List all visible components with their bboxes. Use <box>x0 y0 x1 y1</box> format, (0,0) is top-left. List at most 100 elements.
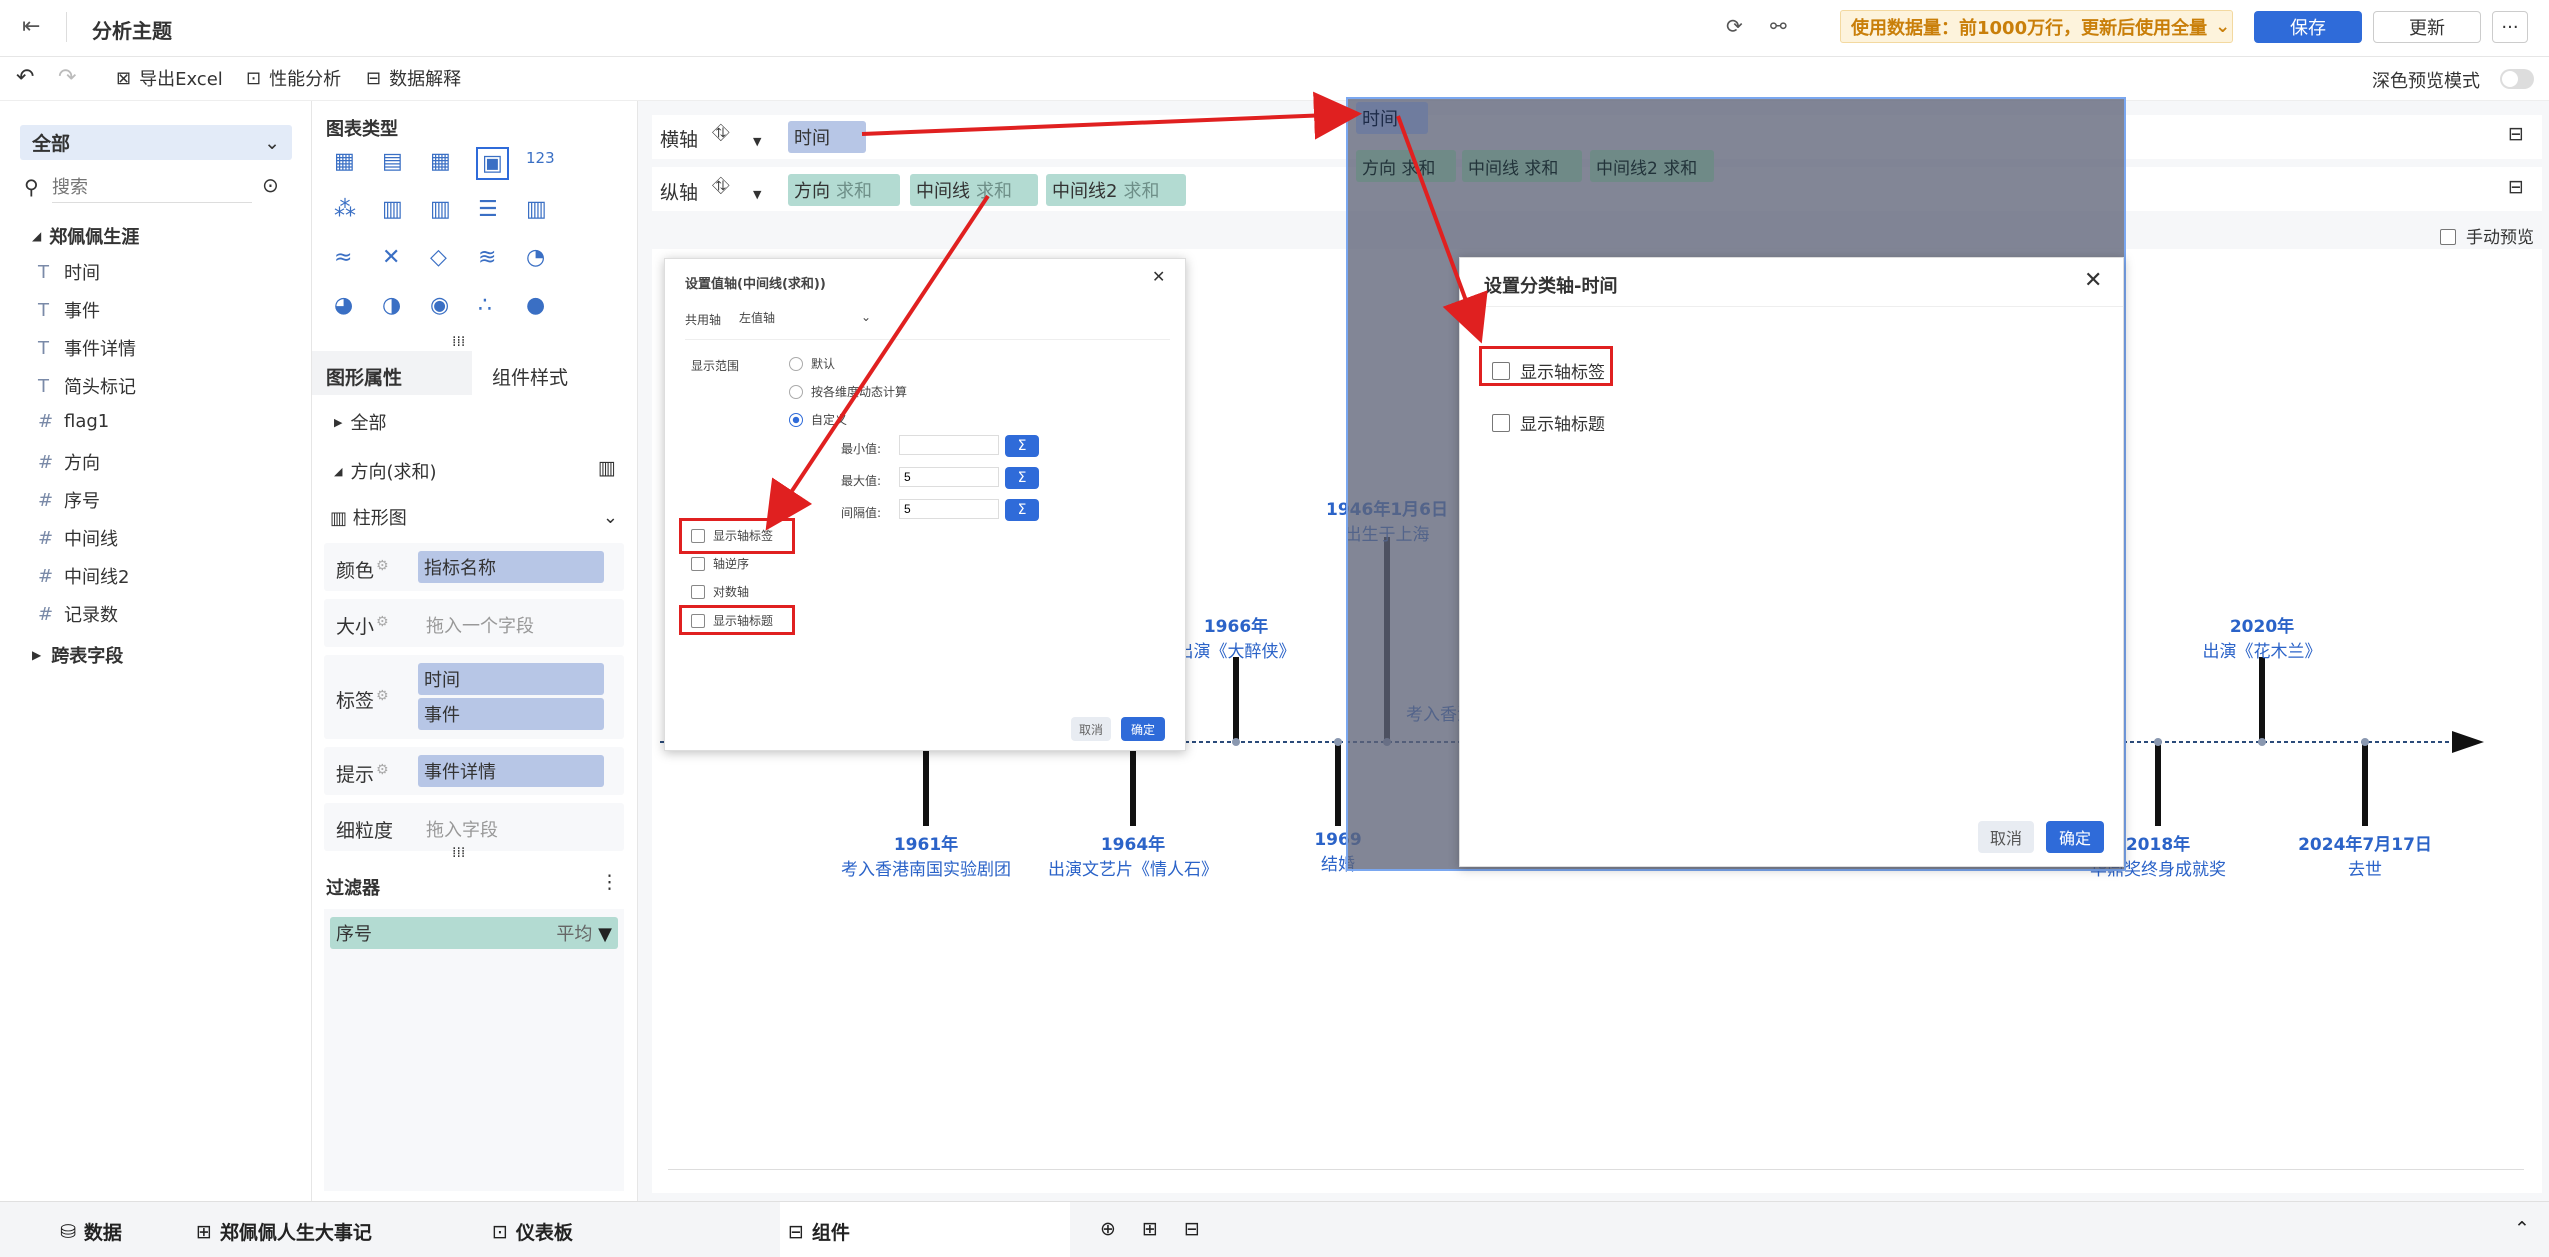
perf-analysis-button[interactable]: ⊡性能分析 <box>246 65 341 91</box>
show-tick-option[interactable]: 显示轴标签 <box>1492 358 1605 383</box>
redo-icon[interactable]: ↷ <box>58 65 77 90</box>
show-tick-checkbox[interactable] <box>1492 361 1510 380</box>
add-component-icon[interactable]: ⊕ <box>1100 1218 1116 1240</box>
dialog-ok-button[interactable]: 确定 <box>1121 717 1165 741</box>
dialog-cancel-button[interactable]: 取消 <box>1071 717 1111 741</box>
prop-all[interactable]: ▶全部 <box>334 409 386 435</box>
exit-icon[interactable]: ⇤ <box>22 14 41 39</box>
filter-more-icon[interactable]: ⋮ <box>600 871 619 893</box>
chart-type-icon[interactable]: ⁂ <box>334 197 356 222</box>
data-explain-button[interactable]: ⊟数据解释 <box>366 65 461 91</box>
group-header[interactable]: ◢郑佩佩生涯 <box>32 223 139 249</box>
chart-type-icon[interactable]: ● <box>526 293 546 318</box>
chart-type-icon[interactable]: ≈ <box>334 245 353 270</box>
field-item[interactable]: #flag1 <box>38 411 109 432</box>
chart-type-icon[interactable]: ◕ <box>334 293 354 318</box>
chart-type-icon[interactable]: ▥ <box>430 197 451 222</box>
max-sigma-button[interactable]: Σ <box>1005 467 1039 489</box>
chart-type-icon[interactable]: ▥ <box>526 197 547 222</box>
chart-type-icon[interactable]: ▦ <box>334 149 355 174</box>
close-icon[interactable]: ✕ <box>2084 268 2103 293</box>
min-sigma-button[interactable]: Σ <box>1005 435 1039 457</box>
gear-icon[interactable]: ⚙ <box>376 762 389 778</box>
show-title-option[interactable]: 显示轴标题 <box>1492 410 1605 435</box>
gear-icon[interactable]: ⚙ <box>376 688 389 704</box>
y-axis-chip[interactable]: 中间线求和 <box>910 174 1038 206</box>
step-input[interactable] <box>899 499 999 519</box>
add-report-icon[interactable]: ⊟ <box>1184 1218 1200 1240</box>
chart-type-icon[interactable]: ∴ <box>478 293 492 318</box>
field-item[interactable]: #中间线 <box>38 525 118 551</box>
manual-preview-checkbox[interactable] <box>2440 225 2456 247</box>
tab-graph-props[interactable]: 图形属性 <box>312 351 472 395</box>
chart-type-icon[interactable]: ▥ <box>382 197 403 222</box>
bar-chart-icon[interactable]: ▥ <box>598 457 616 479</box>
scope-select[interactable]: 全部 ⌄ <box>20 125 292 160</box>
color-chip[interactable]: 指标名称 <box>418 551 604 583</box>
drag-handle-icon[interactable]: ⁞⁞⁞ <box>452 845 466 861</box>
show-tick-checkbox[interactable] <box>691 528 705 543</box>
tip-chip[interactable]: 事件详情 <box>418 755 604 787</box>
log-option[interactable]: 对数轴 <box>691 583 749 600</box>
cross-table-fields[interactable]: ▶跨表字段 <box>32 642 123 668</box>
size-slot[interactable] <box>324 599 624 647</box>
x-shelf-lock-icon[interactable]: ⊟ <box>2508 123 2524 145</box>
x-axis-chip[interactable]: 时间 <box>788 121 866 153</box>
range-custom-radio[interactable]: 自定义 <box>789 411 847 428</box>
range-default-radio[interactable]: 默认 <box>789 355 835 372</box>
show-tick-option[interactable]: 显示轴标签 <box>691 527 773 544</box>
field-item[interactable]: #方向 <box>38 449 100 475</box>
label-chip-event[interactable]: 事件 <box>418 698 604 730</box>
share-axis-select[interactable]: 左值轴⌄ <box>735 306 875 328</box>
tab-data[interactable]: ⛁数据 <box>60 1218 122 1245</box>
undo-icon[interactable]: ↶ <box>16 65 35 90</box>
save-button[interactable]: 保存 <box>2254 11 2362 43</box>
add-dashboard-icon[interactable]: ⊞ <box>1142 1218 1158 1240</box>
tab-dashboard[interactable]: ⊡仪表板 <box>492 1218 573 1245</box>
close-icon[interactable]: ✕ <box>1152 267 1166 286</box>
filter-chip[interactable]: 序号 平均 ▼ <box>330 917 618 949</box>
dialog-ok-button[interactable]: 确定 <box>2046 821 2104 853</box>
y-axis-icon[interactable]: ⛗ <box>712 174 730 199</box>
tab-timeline-sheet[interactable]: ⊞郑佩佩人生大事记 <box>196 1218 372 1245</box>
drag-handle-icon[interactable]: ⁞⁞⁞ <box>452 334 466 350</box>
reverse-option[interactable]: 轴逆序 <box>691 555 749 572</box>
export-excel-button[interactable]: ⊠导出Excel <box>116 65 223 91</box>
tab-component-style[interactable]: 组件样式 <box>472 351 638 395</box>
chart-type-icon[interactable]: ◑ <box>382 293 402 318</box>
label-chip-time[interactable]: 时间 <box>418 663 604 695</box>
search-input[interactable] <box>52 173 252 203</box>
chart-type-icon[interactable]: ▦ <box>430 149 451 174</box>
chart-type-icon[interactable]: ▤ <box>382 149 403 174</box>
gear-icon[interactable]: ⚙ <box>376 614 389 630</box>
caret-down-icon[interactable]: ▼ <box>753 188 762 201</box>
data-notice-badge[interactable]: 使用数据量：前1000万行，更新后使用全量 ⌄ <box>1840 10 2233 43</box>
collapse-icon[interactable]: ⌃ <box>2514 1218 2530 1240</box>
chart-type-icon[interactable]: ≋ <box>478 245 497 270</box>
max-input[interactable] <box>899 467 999 487</box>
show-title-checkbox[interactable] <box>1492 413 1510 432</box>
refresh-icon[interactable]: ⟳ <box>1726 14 1743 38</box>
y-axis-chip[interactable]: 方向求和 <box>788 174 900 206</box>
gear-icon[interactable]: ⚙ <box>376 558 389 574</box>
step-sigma-button[interactable]: Σ <box>1005 499 1039 521</box>
show-title-option[interactable]: 显示轴标题 <box>691 612 773 629</box>
x-axis-icon[interactable]: ⛗ <box>712 121 730 146</box>
prop-direction[interactable]: ◢方向(求和) <box>334 458 437 484</box>
mark-type-select[interactable]: ▥ 柱形图 ⌄ <box>324 499 624 535</box>
dark-mode-toggle[interactable] <box>2500 69 2534 89</box>
more-options-icon[interactable]: ⊙ <box>262 173 279 197</box>
tab-component[interactable]: ⊟组件 <box>788 1218 850 1245</box>
min-input[interactable] <box>899 435 999 455</box>
chart-type-icon[interactable]: ◉ <box>430 293 450 318</box>
chart-type-icon[interactable]: 123 <box>526 149 555 167</box>
granularity-slot[interactable] <box>324 803 624 851</box>
chart-type-icon[interactable]: ◇ <box>430 245 447 270</box>
lineage-icon[interactable]: ⚯ <box>1770 14 1787 38</box>
chart-type-icon[interactable]: ☰ <box>478 197 498 222</box>
